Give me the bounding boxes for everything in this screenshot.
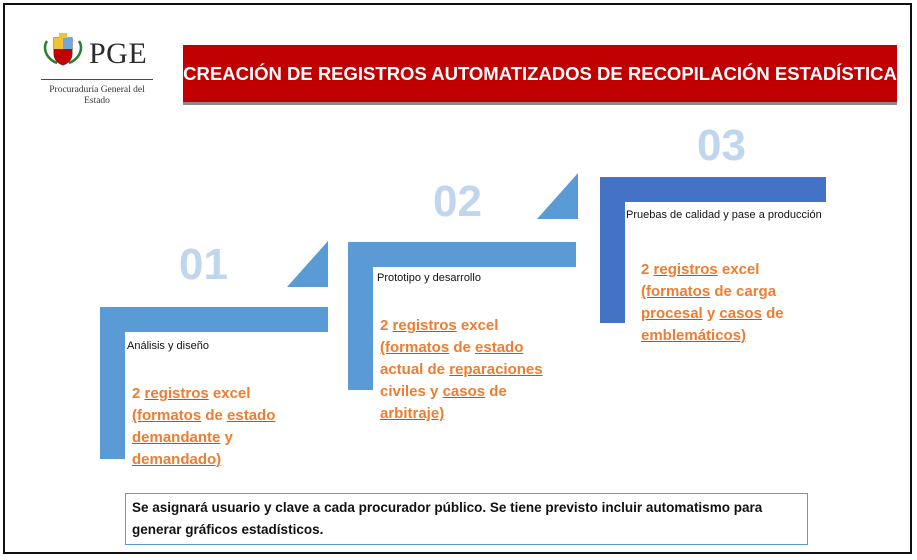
step-bar-top-02 (348, 242, 576, 267)
step-bar-side-02 (348, 242, 373, 390)
step-bar-side-03 (600, 177, 625, 323)
step-bar-side-01 (100, 307, 125, 459)
step-number-02: 02 (433, 177, 482, 226)
coat-of-arms-icon (43, 33, 83, 66)
footnote-box: Se asignará usuario y clave a cada procu… (125, 493, 808, 545)
pge-logo: PGE Procuraduría General del Estado (41, 27, 157, 121)
step-label-01: Análisis y diseño (127, 340, 209, 352)
step-bar-top-03 (600, 177, 826, 202)
logo-subtitle: Procuraduría General del Estado (49, 85, 145, 106)
step-label-02: Prototipo y desarrollo (377, 272, 481, 284)
step-label-03: Pruebas de calidad y pase a producción (626, 209, 822, 221)
step-number-01: 01 (179, 240, 228, 289)
step-arrow-01 (287, 241, 328, 287)
page-title: CREACIÓN DE REGISTROS AUTOMATIZADOS DE R… (183, 63, 897, 84)
step-arrow-02 (537, 173, 578, 219)
logo-divider (41, 79, 153, 80)
step-bar-top-01 (100, 307, 328, 332)
step-desc-01: 2 registros excel (formatos de estado de… (132, 385, 276, 468)
title-banner: CREACIÓN DE REGISTROS AUTOMATIZADOS DE R… (183, 45, 897, 102)
slide-frame: PGE Procuraduría General del Estado CREA… (3, 3, 912, 554)
step-desc-02: 2 registros excel (formatos de estado ac… (380, 317, 543, 422)
step-desc-03: 2 registros excel (formatos de carga pro… (641, 261, 784, 344)
logo-text: PGE (89, 37, 148, 70)
step-number-03: 03 (697, 121, 746, 170)
